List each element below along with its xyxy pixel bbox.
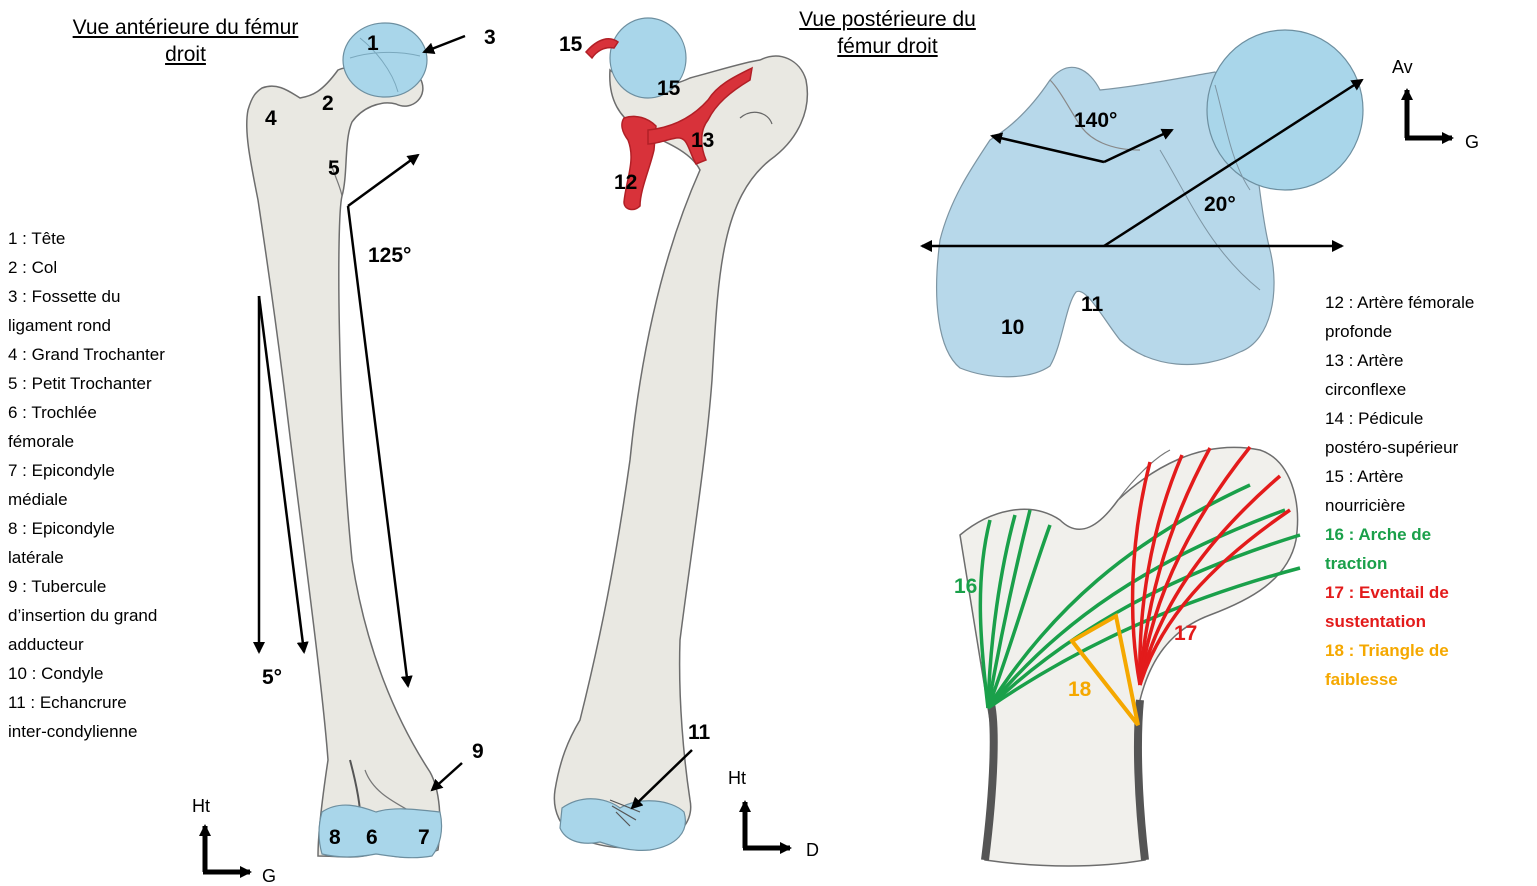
anterior-femur: [247, 23, 442, 858]
label-2: 2: [322, 92, 334, 115]
axis-ht-label: Ht: [192, 796, 210, 816]
posterior-condyle-cartilage: [560, 799, 685, 851]
label-10: 10: [1001, 316, 1024, 339]
label-15b: 15: [657, 77, 681, 100]
label-17: 17: [1174, 622, 1197, 645]
label-11-posterior: 11: [688, 721, 711, 744]
label-7: 7: [418, 826, 430, 849]
axis-g-label: G: [262, 866, 276, 886]
label-4: 4: [265, 107, 277, 130]
axis-indicator-posterior: Ht D: [728, 768, 819, 860]
label-16: 16: [954, 575, 977, 598]
angle-20-label: 20°: [1204, 193, 1236, 216]
anterior-femur-bone: [247, 67, 440, 857]
label-6: 6: [366, 826, 378, 849]
axis-d-label: D: [806, 840, 819, 860]
angle-125-label: 125°: [368, 244, 411, 267]
posterior-femur: [554, 18, 807, 850]
axis-indicator-anterior: Ht G: [192, 796, 276, 886]
femoral-head-cartilage: [343, 23, 427, 97]
posterior-femur-bone: [554, 56, 807, 848]
label-8: 8: [329, 826, 341, 849]
axis-indicator-axial: Av G: [1392, 57, 1479, 152]
label-12: 12: [614, 171, 637, 194]
label-1: 1: [367, 32, 379, 55]
label-3: 3: [484, 26, 496, 49]
label-13: 13: [691, 129, 714, 152]
label-11-axial: 11: [1081, 293, 1104, 316]
arrow-3: [424, 36, 465, 52]
label-15a: 15: [559, 33, 583, 56]
angle-5-label: 5°: [262, 666, 282, 689]
axis-av-label: Av: [1392, 57, 1413, 77]
trabecular-bone: [960, 447, 1298, 866]
trabecular-view-femur: [960, 447, 1298, 866]
arrow-9: [432, 763, 462, 790]
angle-140-label: 140°: [1074, 109, 1117, 132]
axis-g3-label: G: [1465, 132, 1479, 152]
angle-125-neck-line: [348, 155, 418, 206]
label-18: 18: [1068, 678, 1092, 701]
label-5: 5: [328, 157, 340, 180]
label-9: 9: [472, 740, 484, 763]
axis-ht2-label: Ht: [728, 768, 746, 788]
